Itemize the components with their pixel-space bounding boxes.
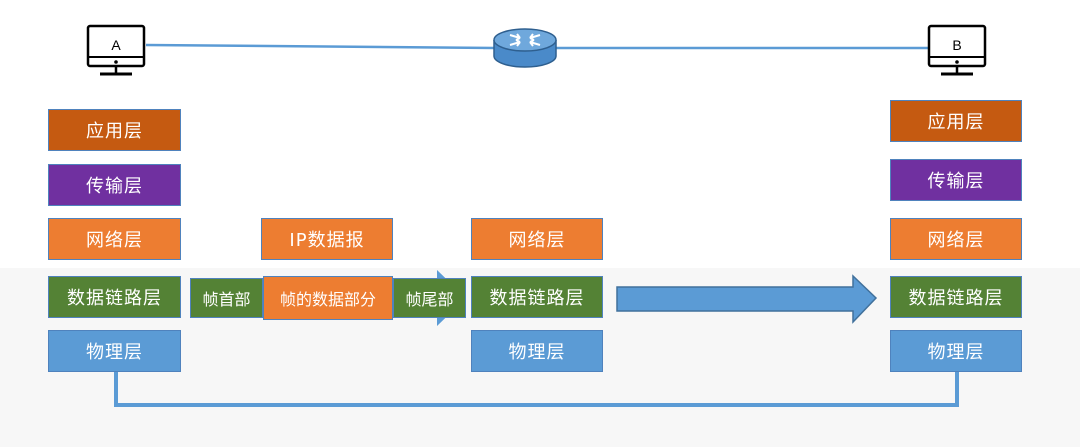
host-a: A [86, 24, 148, 78]
physical-link [114, 372, 959, 407]
stack-a-network-layer: 网络层 [48, 218, 181, 260]
router-physical-layer: 物理层 [471, 330, 603, 372]
stack-a-datalink-layer: 数据链路层 [48, 276, 181, 318]
right-arrow-icon [616, 274, 878, 324]
router-datalink-layer: 数据链路层 [471, 276, 603, 318]
ip-datagram: IP数据报 [261, 218, 393, 260]
stack-a-application-layer: 应用层 [48, 109, 181, 151]
host-a-label: A [111, 37, 121, 53]
stack-b-datalink-layer: 数据链路层 [890, 276, 1022, 318]
computer-icon [927, 24, 987, 76]
host-b: B [927, 24, 989, 78]
frame-header: 帧首部 [190, 278, 263, 318]
stack-a-physical-layer: 物理层 [48, 330, 181, 372]
stack-b-application-layer: 应用层 [890, 100, 1022, 142]
router-icon [493, 28, 557, 68]
host-b-label: B [952, 37, 962, 53]
frame-trailer: 帧尾部 [393, 278, 466, 318]
computer-icon [86, 24, 146, 76]
stack-b-network-layer: 网络层 [890, 218, 1022, 260]
stack-b-physical-layer: 物理层 [890, 330, 1022, 372]
stack-a-transport-layer: 传输层 [48, 164, 181, 206]
router-network-layer: 网络层 [471, 218, 603, 260]
stack-b-transport-layer: 传输层 [890, 159, 1022, 201]
cable-a-router [145, 43, 497, 50]
frame-data: 帧的数据部分 [263, 276, 393, 320]
